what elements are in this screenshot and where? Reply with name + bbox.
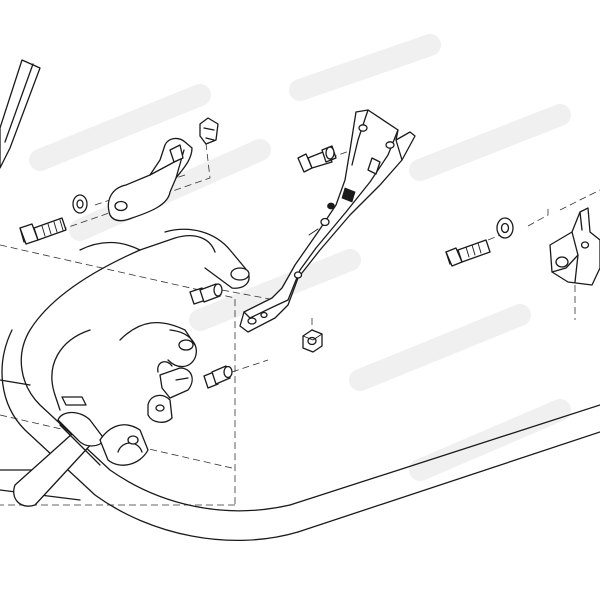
bolt bbox=[445, 239, 491, 267]
background-shading bbox=[29, 34, 571, 481]
frame-hole bbox=[178, 339, 194, 351]
washer bbox=[72, 194, 88, 214]
nut bbox=[302, 329, 323, 353]
frame-hole bbox=[230, 267, 250, 281]
bolt bbox=[297, 145, 337, 173]
screw bbox=[203, 365, 233, 389]
left-bracket bbox=[107, 137, 193, 222]
clamp bbox=[157, 361, 193, 399]
bolt bbox=[19, 217, 67, 245]
clip bbox=[199, 117, 219, 145]
right-bracket bbox=[549, 207, 600, 286]
lower-tube bbox=[13, 396, 106, 507]
clamp bbox=[99, 424, 149, 466]
clamp bbox=[147, 394, 173, 423]
main-bracket bbox=[239, 109, 416, 333]
handle-rod bbox=[0, 59, 41, 169]
handle-frame bbox=[0, 228, 600, 542]
screw bbox=[189, 283, 223, 305]
washer bbox=[496, 217, 514, 239]
